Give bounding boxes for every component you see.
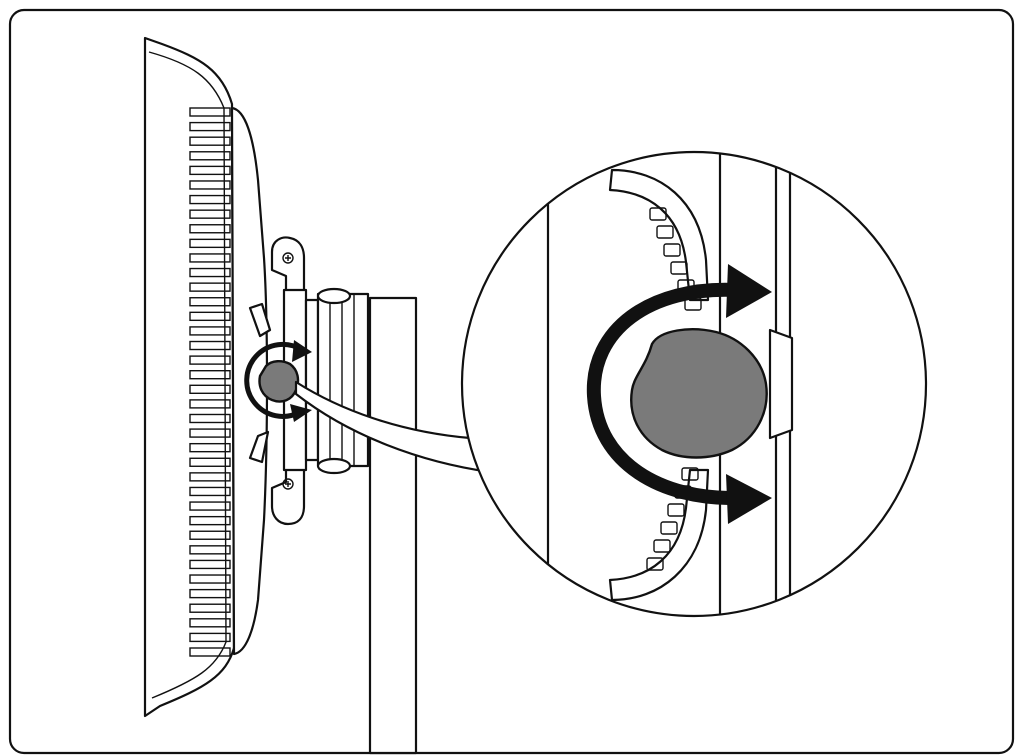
bracket-slot xyxy=(646,557,664,571)
vent-slot xyxy=(189,559,231,570)
vent-slot xyxy=(189,267,231,278)
vent-slots xyxy=(189,107,231,657)
vent-slot xyxy=(189,370,231,380)
vent-slot xyxy=(189,486,231,497)
vent-slot xyxy=(189,253,231,263)
vent-slot xyxy=(189,413,231,424)
vent-slot xyxy=(189,107,231,117)
vent-slot xyxy=(189,588,231,599)
vent-slot xyxy=(189,530,231,540)
diagram-frame xyxy=(8,8,1015,755)
vent-slot xyxy=(189,501,231,511)
tilt-bracket xyxy=(248,236,370,526)
vent-slot xyxy=(189,515,231,526)
bracket-slot xyxy=(663,243,681,257)
vent-slot xyxy=(189,209,231,219)
vent-slot xyxy=(189,632,231,643)
vent-slot xyxy=(189,121,231,132)
bracket-slot xyxy=(681,467,699,481)
rotate-arrow-icon xyxy=(586,264,772,524)
vent-slot xyxy=(189,384,231,394)
vent-slot xyxy=(189,428,231,438)
vent-slot xyxy=(189,282,231,292)
vent-slot xyxy=(189,355,231,365)
vent-slot xyxy=(189,457,231,467)
vent-slot xyxy=(189,180,231,190)
stand-pole xyxy=(368,296,418,755)
vent-slot xyxy=(189,574,231,584)
screw-icon xyxy=(282,252,294,264)
vent-slot xyxy=(189,399,231,409)
vent-slot xyxy=(189,238,231,249)
vent-slot xyxy=(189,224,231,234)
vent-slot xyxy=(189,603,231,613)
monitor-side-profile xyxy=(143,36,269,718)
knob-icon xyxy=(630,328,768,459)
bracket-slot xyxy=(660,521,678,535)
screw-icon xyxy=(282,478,294,490)
bracket-slot xyxy=(656,225,674,239)
vent-slot xyxy=(189,136,231,146)
vent-slot xyxy=(189,545,231,555)
vent-slot xyxy=(189,151,231,161)
vent-slot xyxy=(189,311,231,322)
vent-slot xyxy=(189,165,231,176)
bracket-slot xyxy=(653,539,671,553)
vent-slot xyxy=(189,647,231,657)
rotate-arrow-icon xyxy=(244,340,312,422)
vent-slot xyxy=(189,340,231,351)
vent-slot xyxy=(189,326,231,336)
vent-slot xyxy=(189,442,231,453)
knob-icon xyxy=(258,360,300,403)
vent-slot xyxy=(189,194,231,205)
bracket-slot xyxy=(667,503,685,517)
bracket-slot xyxy=(649,207,667,221)
vent-slot xyxy=(189,618,231,628)
vent-slot xyxy=(189,472,231,482)
vent-slot xyxy=(189,297,231,307)
bracket-slot xyxy=(670,261,688,275)
